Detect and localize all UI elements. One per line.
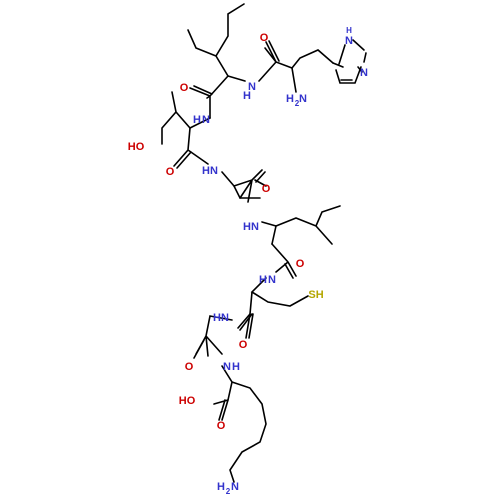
his-amine-bond (291, 67, 297, 93)
atom-labels: O H N N H 2 N N H O N H HO O N H O N H O… (128, 26, 368, 496)
his-ile-amide-bonds (227, 61, 277, 82)
lys-acid-carbonyl-oxygen: O (217, 420, 226, 432)
cys-carbonyl-bonds (245, 313, 254, 339)
cys-carbonyl-oxygen: O (239, 339, 248, 351)
cys-thiol: SH (308, 289, 323, 301)
gly1-bonds (221, 169, 267, 203)
thr-hydroxyl: HO (128, 141, 145, 153)
thr-gly-amide-nitrogen: N (210, 165, 218, 177)
gly-lys-amide-nitrogen: N (223, 361, 231, 373)
thr-gly-amide-hydrogen: H (202, 165, 210, 177)
lys-bonds (221, 365, 267, 483)
imidazole-nh-hydrogen: H (346, 26, 352, 35)
gly1-carbonyl-bonds (233, 185, 261, 199)
his-ile-amide-nitrogen: N (248, 81, 256, 93)
gly-leu-amide-nitrogen: N (251, 221, 259, 233)
gly-leu-amide-bonds (261, 221, 277, 227)
leu-cys-amide-hydrogen: H (259, 274, 267, 286)
ile-side-chain-bonds (187, 3, 245, 77)
gly2-bonds (193, 315, 233, 359)
leu-cys-amide-nitrogen: N (268, 274, 276, 286)
lys-acid-hydroxyl: HO (179, 395, 196, 407)
imidazole-n-nitrogen: N (360, 67, 368, 79)
his-carbonyl-oxygen: O (260, 32, 269, 44)
his-amine-n: N (299, 93, 307, 105)
gly-leu-amide-hydrogen: H (243, 221, 251, 233)
ile-thr-amide-bonds (189, 117, 211, 129)
thr-carbonyl-oxygen: O (166, 166, 175, 178)
lys-acid-bonds (213, 399, 229, 421)
ile-carbonyl-oxygen: O (180, 82, 189, 94)
gly1-carbonyl-oxygen: O (262, 183, 271, 195)
his-carbonyl-bond (265, 40, 280, 63)
leu-side-chain-bonds (271, 205, 341, 245)
leu-carbonyl-bonds (271, 243, 297, 279)
ile-carbonyl-bonds (189, 75, 229, 119)
bond-lines (161, 3, 367, 483)
his-ile-amide-hydrogen: H (243, 90, 251, 102)
ile-thr-amide-hydrogen: H (193, 114, 201, 126)
ile-thr-amide-nitrogen: N (202, 114, 210, 126)
imidazole-nh-nitrogen: N (345, 35, 353, 47)
his-amine-subscript: 2 (295, 99, 300, 108)
gly-lys-amide-hydrogen: H (232, 361, 240, 373)
cys-gly-amide-nitrogen: N (221, 312, 229, 324)
his-amine-h: H (286, 93, 294, 105)
his-side-chain-bonds (264, 47, 334, 69)
gly2-carbonyl-oxygen: O (185, 361, 194, 373)
lys-amine-n: N (231, 481, 239, 493)
leu-carbonyl-oxygen: O (296, 258, 305, 270)
lys-amine-subscript: 2 (226, 487, 231, 496)
thr-carbonyl-bonds (173, 127, 209, 169)
lys-amine-h: H (217, 481, 225, 493)
imidazole-ring-bonds (332, 39, 367, 84)
cys-gly-amide-hydrogen: H (213, 312, 221, 324)
thr-side-chain-bonds (161, 91, 191, 145)
